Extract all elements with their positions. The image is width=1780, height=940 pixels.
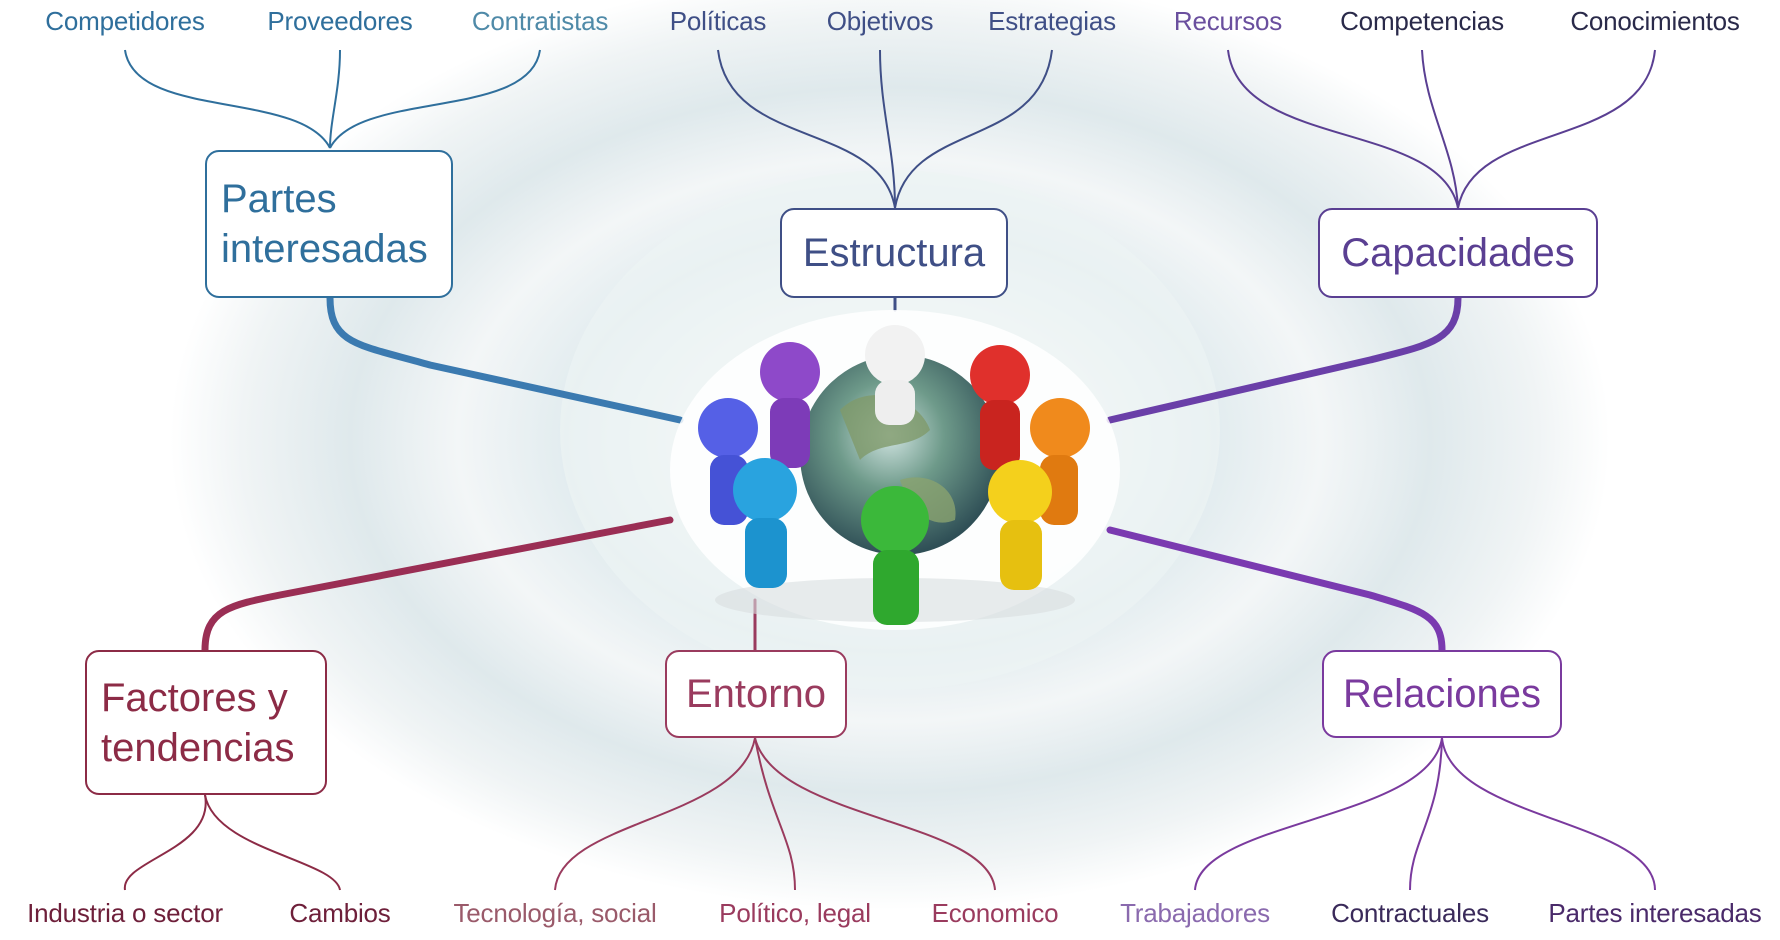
leaf-competidores: Competidores [45, 6, 205, 36]
node-estructura-title: Estructura [802, 231, 986, 275]
node-capacidades-title: Capacidades [1341, 231, 1575, 275]
figure-green [861, 486, 929, 625]
leaf-economico: Economico [931, 898, 1059, 928]
figure-purple [760, 342, 820, 468]
leaf-contractuales: Contractuales [1331, 898, 1489, 928]
leaf-industria: Industria o sector [27, 898, 223, 928]
node-factores-line1: Factores y [101, 675, 288, 720]
leaf-partes-interesadas: Partes interesadas [1548, 898, 1762, 928]
node-entorno-title: Entorno [685, 672, 827, 716]
leaf-proveedores: Proveedores [267, 6, 413, 36]
relaciones-branch [1106, 526, 1446, 654]
figure-orange [1030, 398, 1090, 525]
capacidades-connectors [1227, 49, 1656, 209]
figure-cyan [733, 458, 797, 588]
partes-connectors [124, 49, 541, 149]
leaf-contratistas: Contratistas [471, 6, 609, 36]
people-around-globe-illustration [670, 310, 1120, 630]
factores-branch [201, 516, 674, 654]
node-partes-line2: interesadas [221, 227, 428, 271]
relaciones-connectors [1194, 737, 1656, 891]
estructura-connectors [717, 49, 1053, 209]
partes-branch [326, 294, 684, 424]
entorno-connectors [554, 737, 996, 891]
leaf-recursos: Recursos [1173, 6, 1283, 36]
node-factores-tendencias: Factores y tendencias [85, 650, 327, 795]
node-estructura: Estructura [780, 208, 1008, 298]
leaf-politico-legal: Político, legal [719, 898, 871, 928]
leaf-objetivos: Objetivos [826, 6, 934, 36]
figure-red [970, 345, 1030, 470]
leaf-tecnologia-social: Tecnología, social [453, 898, 657, 928]
node-partes-interesadas: Partes interesadas [205, 150, 453, 298]
leaf-competencias: Competencias [1340, 6, 1504, 36]
node-capacidades: Capacidades [1318, 208, 1598, 298]
leaf-politicas: Políticas [669, 6, 767, 36]
leaf-cambios: Cambios [289, 898, 391, 928]
node-relaciones: Relaciones [1322, 650, 1562, 738]
figure-white [865, 325, 925, 425]
node-factores-line2: tendencias [101, 725, 295, 770]
leaf-estrategias: Estrategias [988, 6, 1116, 36]
leaf-trabajadores: Trabajadores [1120, 898, 1270, 928]
capacidades-branch [1106, 294, 1462, 424]
figure-yellow [988, 460, 1052, 590]
node-partes-line1: Partes [221, 177, 337, 221]
node-relaciones-title: Relaciones [1343, 672, 1541, 716]
leaf-conocimientos: Conocimientos [1570, 6, 1740, 36]
factores-connectors [123, 794, 341, 891]
node-entorno: Entorno [665, 650, 847, 738]
